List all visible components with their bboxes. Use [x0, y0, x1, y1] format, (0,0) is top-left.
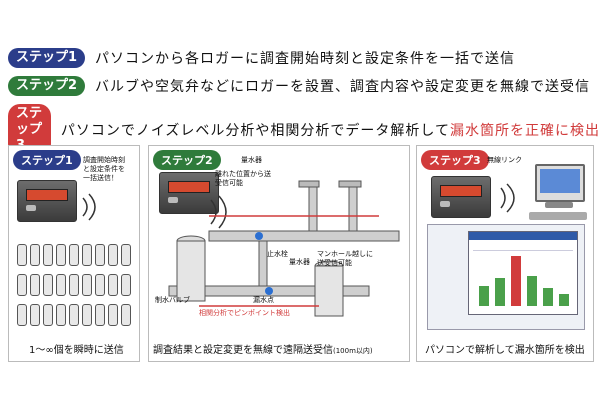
sensor-probe-icon	[17, 304, 27, 326]
header-step-2: ステップ2 バルブや空気弁などにロガーを設置、調査内容や設定変更を無線で送受信	[8, 76, 590, 96]
sensor-probe-icon	[43, 304, 53, 326]
sensor-probe-icon	[69, 304, 79, 326]
sensor-probe-icon	[30, 304, 40, 326]
step-1-pill: ステップ1	[8, 48, 86, 68]
label-valve: 制水バルブ	[155, 296, 190, 304]
sensor-probe-icon	[69, 244, 79, 266]
step-1-text: パソコンから各ロガーに調査開始時刻と設定条件を一括で送信	[95, 51, 516, 67]
panel-2-caption-main: 調査結果と設定変更を無線で遠隔送受信	[153, 345, 333, 356]
sensor-probe-icon	[108, 244, 118, 266]
sensor-probe-icon	[56, 304, 66, 326]
sensor-probe-icon	[43, 274, 53, 296]
step-2-pill: ステップ2	[8, 76, 86, 96]
sensor-probe-icon	[82, 274, 92, 296]
label-pinpoint: 相関分析でピンポイント検出	[199, 309, 290, 317]
sensor-probe-icon	[56, 244, 66, 266]
keyboard-icon	[529, 212, 587, 220]
analysis-screen	[427, 224, 585, 330]
step-3-text: パソコンでノイズレベル分析や相関分析でデータ解析して漏水箇所を正確に検出	[61, 120, 600, 140]
label-leak: 漏水点	[253, 296, 274, 304]
sensor-probe-icon	[108, 304, 118, 326]
sensor-probe-icon	[69, 274, 79, 296]
sensor-probe-icon	[121, 244, 131, 266]
analysis-window	[468, 231, 578, 315]
step-3-text-main: パソコンでノイズレベル分析や相関分析でデータ解析して	[60, 123, 450, 139]
label-remote: 離れた位置から送受信可能	[215, 170, 271, 187]
panel-step-1: ステップ1 調査開始時刻 と設定条件を 一括送信！ 1〜∞個を瞬時に送信	[8, 145, 140, 362]
wireless-wave-icon	[82, 193, 96, 221]
step-2-text: バルブや空気弁などにロガーを設置、調査内容や設定変更を無線で送受信	[95, 79, 591, 95]
label-pipe: 止水栓	[267, 250, 288, 258]
sensor-probe-icon	[17, 274, 27, 296]
sensor-probe-icon	[121, 304, 131, 326]
wireless-wave-icon	[210, 195, 227, 229]
logger-device-icon	[159, 172, 219, 214]
label-meter: 量水器	[289, 258, 310, 266]
panel-3-tag: ステップ3	[421, 150, 489, 170]
sensor-probe-icon	[121, 274, 131, 296]
label-manhole: マンホール越しに送受信可能	[317, 250, 373, 267]
sensor-probe-icon	[82, 304, 92, 326]
panel-step-3: ステップ3 無線リンク パソコンで解析して漏水箇所を検出	[416, 145, 594, 362]
sensor-probe-icon	[95, 304, 105, 326]
panel-3-caption: パソコンで解析して漏水箇所を検出	[425, 345, 585, 356]
panel-1-caption: 1〜∞個を瞬時に送信	[29, 345, 124, 356]
panel-2-caption-small: (100m以内)	[333, 347, 373, 355]
logger-device-icon	[431, 176, 491, 218]
label-meter-top: 量水器	[241, 156, 262, 164]
sensor-probe-icon	[17, 244, 27, 266]
sensor-probe-icon	[95, 244, 105, 266]
sensor-probe-icon	[43, 244, 53, 266]
sensor-probe-icon	[95, 274, 105, 296]
panel-2-tag: ステップ2	[153, 150, 221, 170]
header-step-3: ステップ3 パソコンでノイズレベル分析や相関分析でデータ解析して漏水箇所を正確に…	[8, 104, 600, 156]
step-3-text-highlight: 漏水箇所を正確に検出	[450, 123, 600, 139]
sensor-probe-icon	[108, 274, 118, 296]
sensor-probe-icon	[82, 244, 92, 266]
pipe-network-diagram	[168, 180, 400, 317]
sensor-probe-icon	[30, 274, 40, 296]
panel-1-tag: ステップ1	[13, 150, 81, 170]
panel-2-caption: 調査結果と設定変更を無線で遠隔送受信(100m以内)	[153, 341, 373, 356]
sensor-probe-icon	[30, 244, 40, 266]
monitor-stand	[545, 202, 573, 208]
panel-1-note-line-1: 調査開始時刻	[83, 156, 125, 164]
label-link: 無線リンク	[487, 156, 522, 164]
wireless-wave-icon	[500, 183, 515, 213]
header-step-1: ステップ1 パソコンから各ロガーに調査開始時刻と設定条件を一括で送信	[8, 48, 515, 68]
panel-1-note: 調査開始時刻 と設定条件を 一括送信！	[83, 156, 125, 183]
sensor-probe-icon	[56, 274, 66, 296]
panel-1-note-line-3: 一括送信！	[83, 174, 118, 182]
panel-1-note-line-2: と設定条件を	[83, 165, 125, 173]
panel-step-2: ステップ2 量水器 離れた位置から送受信可能 止水栓 量水器 マンホール越しに送…	[148, 145, 410, 362]
desktop-computer-icon	[535, 164, 585, 202]
logger-device-icon	[17, 180, 77, 222]
